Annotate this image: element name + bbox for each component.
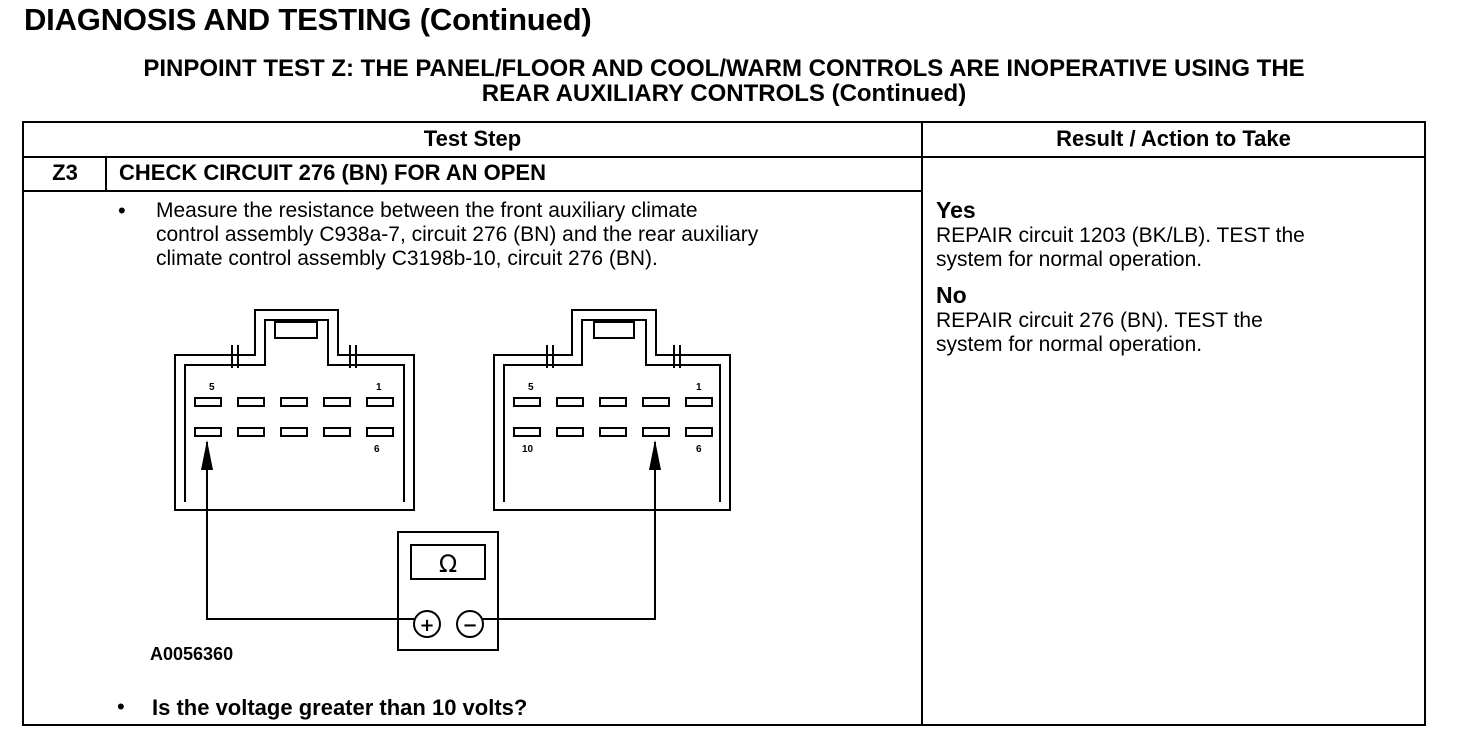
front-connector-pins	[194, 397, 394, 437]
test-title-line-1: PINPOINT TEST Z: THE PANEL/FLOOR AND COO…	[143, 55, 1305, 82]
probe-arrow-left	[201, 440, 213, 470]
step-question: Is the voltage greater than 10 volts?	[152, 695, 528, 720]
test-table	[22, 121, 1426, 726]
page-title: DIAGNOSIS AND TESTING (Continued)	[24, 2, 592, 37]
figure-id: A0056360	[150, 644, 234, 664]
header-test-step: Test Step	[423, 126, 522, 151]
rear-pin-label-1: 1	[696, 382, 702, 393]
front-connector-c938a	[174, 309, 415, 511]
plus-symbol: +	[419, 615, 434, 636]
rear-connector-pins	[513, 397, 713, 437]
step-id: Z3	[52, 160, 78, 185]
rear-connector-c3198b	[493, 309, 731, 511]
instruction-text: Measure the resistance between the front…	[156, 199, 758, 271]
minus-symbol: −	[462, 615, 477, 636]
step-row-divider	[22, 190, 922, 192]
pinpoint-test-title: PINPOINT TEST Z: THE PANEL/FLOOR AND COO…	[24, 56, 1424, 106]
result-yes-line-1: REPAIR circuit 1203 (BK/LB). TEST the	[936, 224, 1305, 247]
instruction-line-3: climate control assembly C3198b-10, circ…	[156, 247, 658, 270]
ohmmeter	[397, 531, 499, 651]
rear-pin-label-6: 6	[696, 444, 702, 455]
instruction-line-1: Measure the resistance between the front…	[156, 199, 698, 222]
result-yes-label: Yes	[936, 197, 976, 223]
rear-pin-label-5: 5	[528, 382, 534, 393]
result-yes-action: REPAIR circuit 1203 (BK/LB). TEST the sy…	[936, 224, 1305, 272]
test-title-line-2: REAR AUXILIARY CONTROLS (Continued)	[481, 80, 967, 107]
minus-terminal	[456, 610, 484, 638]
header-divider	[22, 156, 1426, 158]
question-bullet: •	[117, 694, 125, 719]
instruction-line-2: control assembly C938a-7, circuit 276 (B…	[156, 223, 759, 246]
connector-diagram: 5 1 6 5 1 10 6 Ω + −	[174, 309, 731, 651]
rear-pin-label-10: 10	[522, 444, 534, 455]
front-pin-label-6: 6	[374, 444, 380, 455]
front-pin-label-1: 1	[376, 382, 382, 393]
result-no-label: No	[936, 282, 967, 308]
instruction-bullet: •	[118, 198, 126, 223]
probe-arrow-right	[649, 440, 661, 470]
result-no-line-2: system for normal operation.	[936, 333, 1203, 356]
plus-terminal	[413, 610, 441, 638]
step-title: CHECK CIRCUIT 276 (BN) FOR AN OPEN	[119, 160, 546, 185]
front-pin-label-5: 5	[209, 382, 215, 393]
meter-display	[410, 544, 486, 580]
result-no-action: REPAIR circuit 276 (BN). TEST the system…	[936, 309, 1263, 357]
result-yes-line-2: system for normal operation.	[936, 248, 1203, 271]
negative-test-lead	[483, 442, 656, 620]
step-id-divider	[105, 156, 107, 191]
column-divider	[921, 121, 923, 726]
positive-test-lead	[206, 442, 414, 620]
header-result-action: Result / Action to Take	[1056, 126, 1291, 151]
result-no-line-1: REPAIR circuit 276 (BN). TEST the	[936, 309, 1263, 332]
ohm-symbol: Ω	[439, 550, 457, 578]
